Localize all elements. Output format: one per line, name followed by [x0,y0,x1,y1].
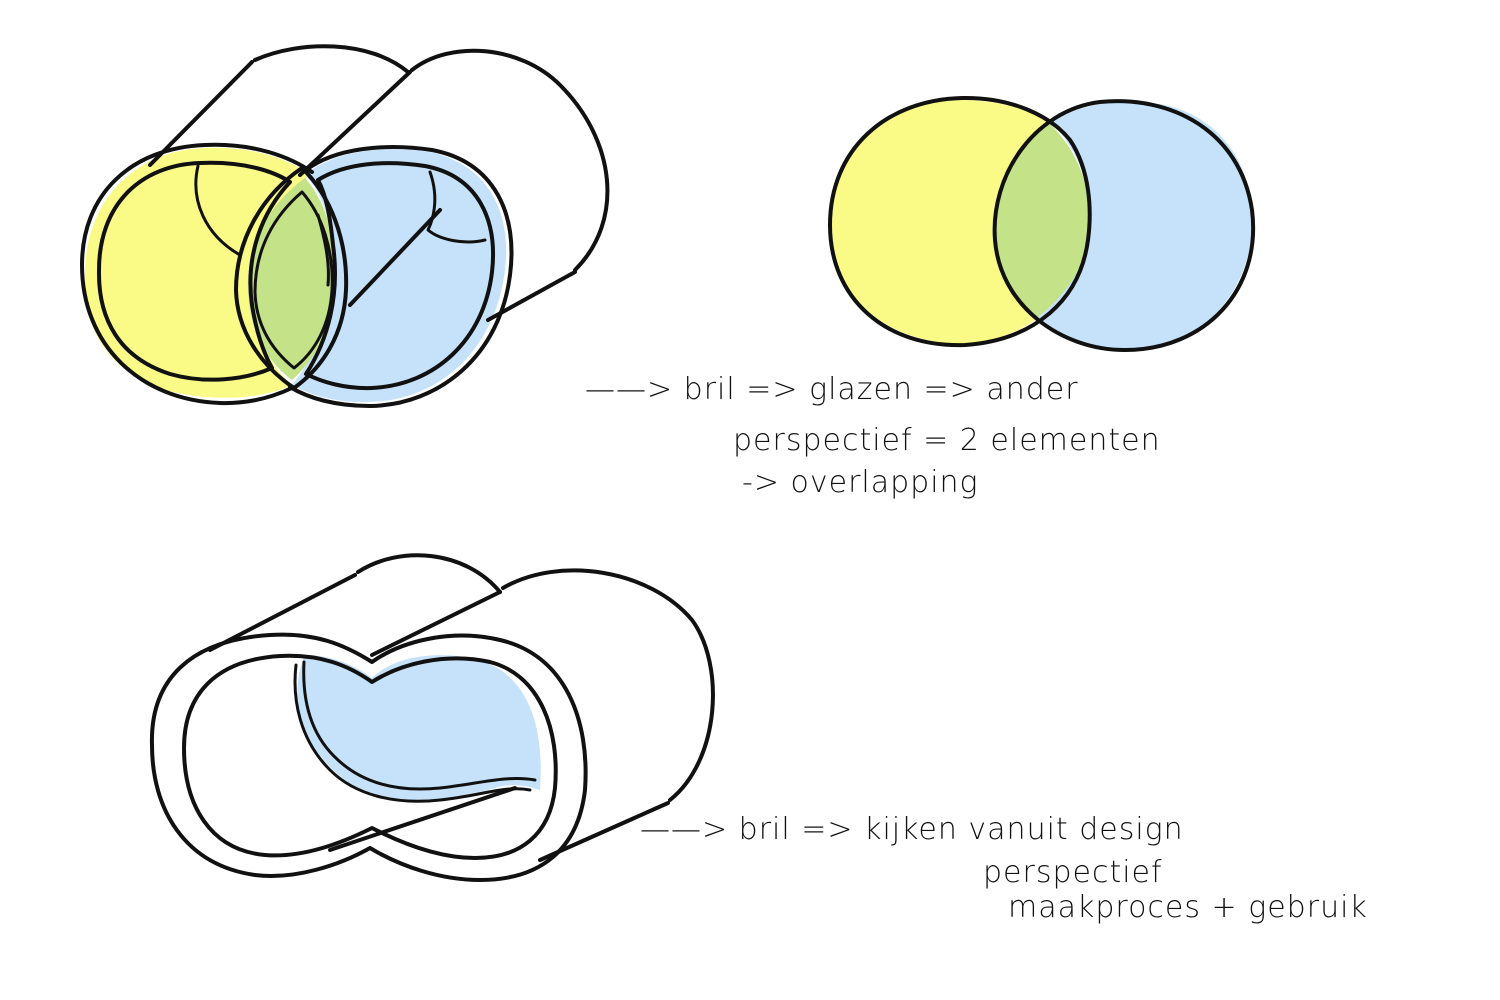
left-lens-fill [84,147,311,398]
note-bottom-line2: perspectief [983,855,1163,890]
merged-tube-sketch [149,553,715,882]
merged-lens-fill [297,655,541,801]
venn-overlap [994,124,1090,318]
note-top-line1: ——> bril => glazen => ander [585,372,1079,407]
note-bottom-line1: ——> bril => kijken vanuit design [640,812,1184,847]
note-bottom-line3: maakproces + gebruik [1008,890,1368,925]
note-top-line3: -> overlapping [742,465,979,500]
overlapping-cylinders-sketch [80,44,610,408]
venn-left-circle [831,100,1050,344]
note-top-line2: perspectief = 2 elementen [733,423,1161,458]
venn-diagram [828,95,1256,352]
right-lens-fill [292,149,507,403]
venn-right-circle [1035,101,1253,350]
